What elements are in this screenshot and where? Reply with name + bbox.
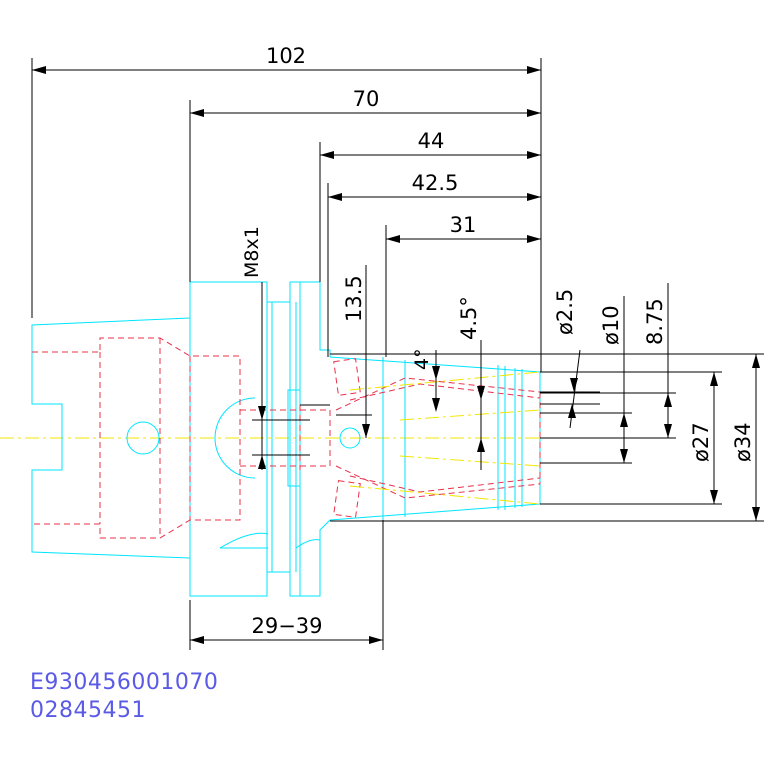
dim-range-29-39: 29−39 [251,614,322,638]
dim-dia-8-75: 8.75 [643,298,667,345]
dim-dia-27: ø27 [689,422,713,462]
dim-dia-10: ø10 [599,305,623,345]
part-code-1: E930456001070 [30,670,219,695]
dim-length-42-5: 42.5 [412,171,459,195]
dim-length-44: 44 [418,129,445,153]
dim-depth-13-5: 13.5 [342,275,366,322]
dim-angle-4: 4° [411,348,433,370]
dim-overall-length: 102 [266,44,306,68]
dimension-lines [31,58,764,650]
dim-thread-m8x1: M8x1 [241,226,263,278]
hidden-lines [32,337,541,539]
dim-dia-2-5: ø2.5 [553,289,577,335]
part-code-2: 02845451 [30,698,146,723]
construction-lines [349,371,541,505]
dim-length-31: 31 [450,213,477,237]
dim-dia-34: ø34 [731,422,755,462]
dim-length-70: 70 [353,87,380,111]
dim-angle-4-5: 4.5° [457,296,481,340]
